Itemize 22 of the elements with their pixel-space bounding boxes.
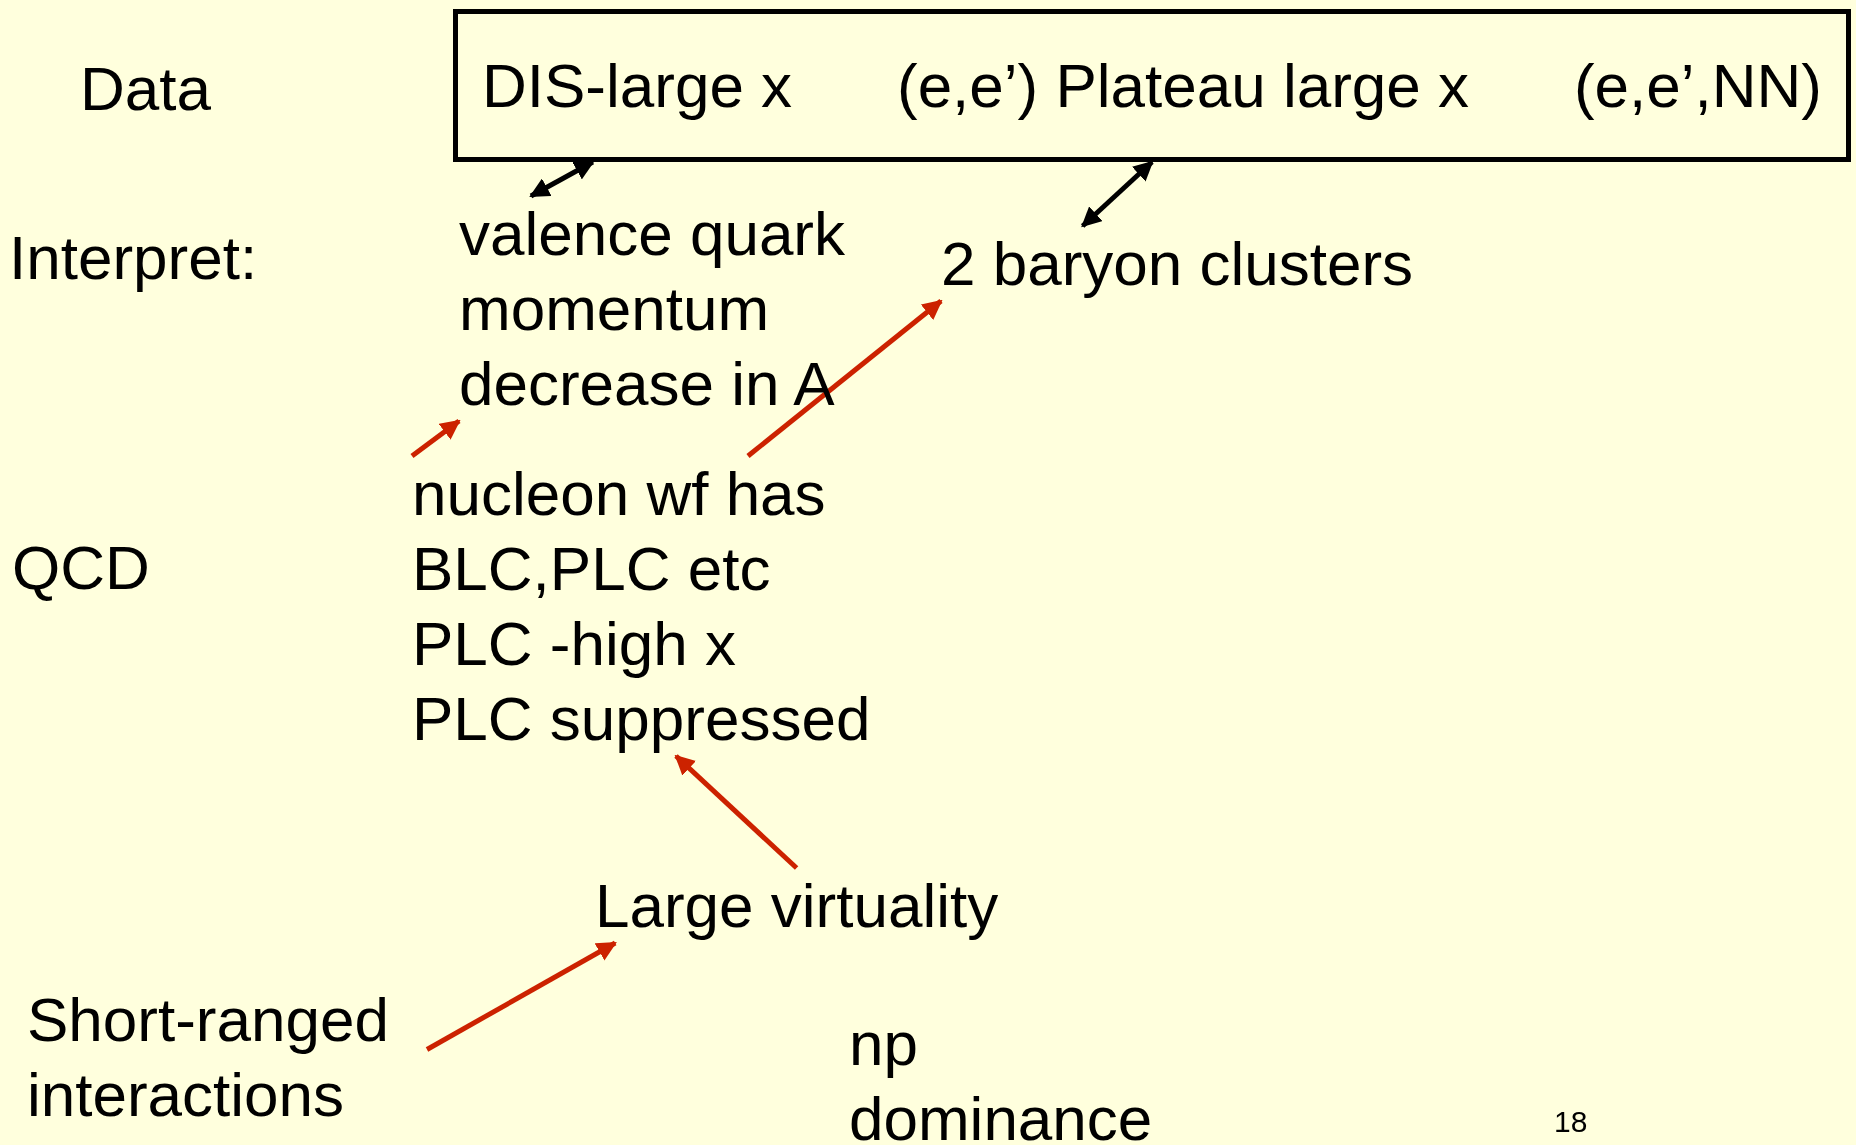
text-label: 18	[1554, 1105, 1588, 1139]
arrow	[674, 754, 799, 870]
text-label: np dominance	[849, 1008, 1154, 1145]
arrow	[410, 419, 461, 458]
node-text: valence quark momentum decrease in A	[459, 198, 847, 420]
data-box	[453, 9, 1851, 162]
node-text: (e,e’) Plateau large x	[897, 50, 1470, 122]
node-text: Large virtuality	[595, 870, 999, 942]
text-label: QCD	[12, 532, 150, 604]
text-label: Data	[80, 53, 211, 125]
node-text: PLC suppressed	[412, 683, 872, 755]
node-text: nucleon wf has BLC,PLC etc	[412, 458, 827, 605]
node-text: Short-ranged interactions	[27, 984, 390, 1131]
text-label: Interpret:	[9, 222, 258, 294]
node-text: 2 baryon clusters	[941, 228, 1414, 300]
arrow	[529, 159, 595, 199]
node-text: DIS-large x	[482, 50, 793, 122]
arrow	[425, 940, 617, 1052]
arrow	[1080, 160, 1154, 228]
node-text: (e,e’,NN)	[1573, 50, 1822, 122]
arrow	[746, 299, 943, 458]
node-text: PLC -high x	[412, 608, 737, 680]
